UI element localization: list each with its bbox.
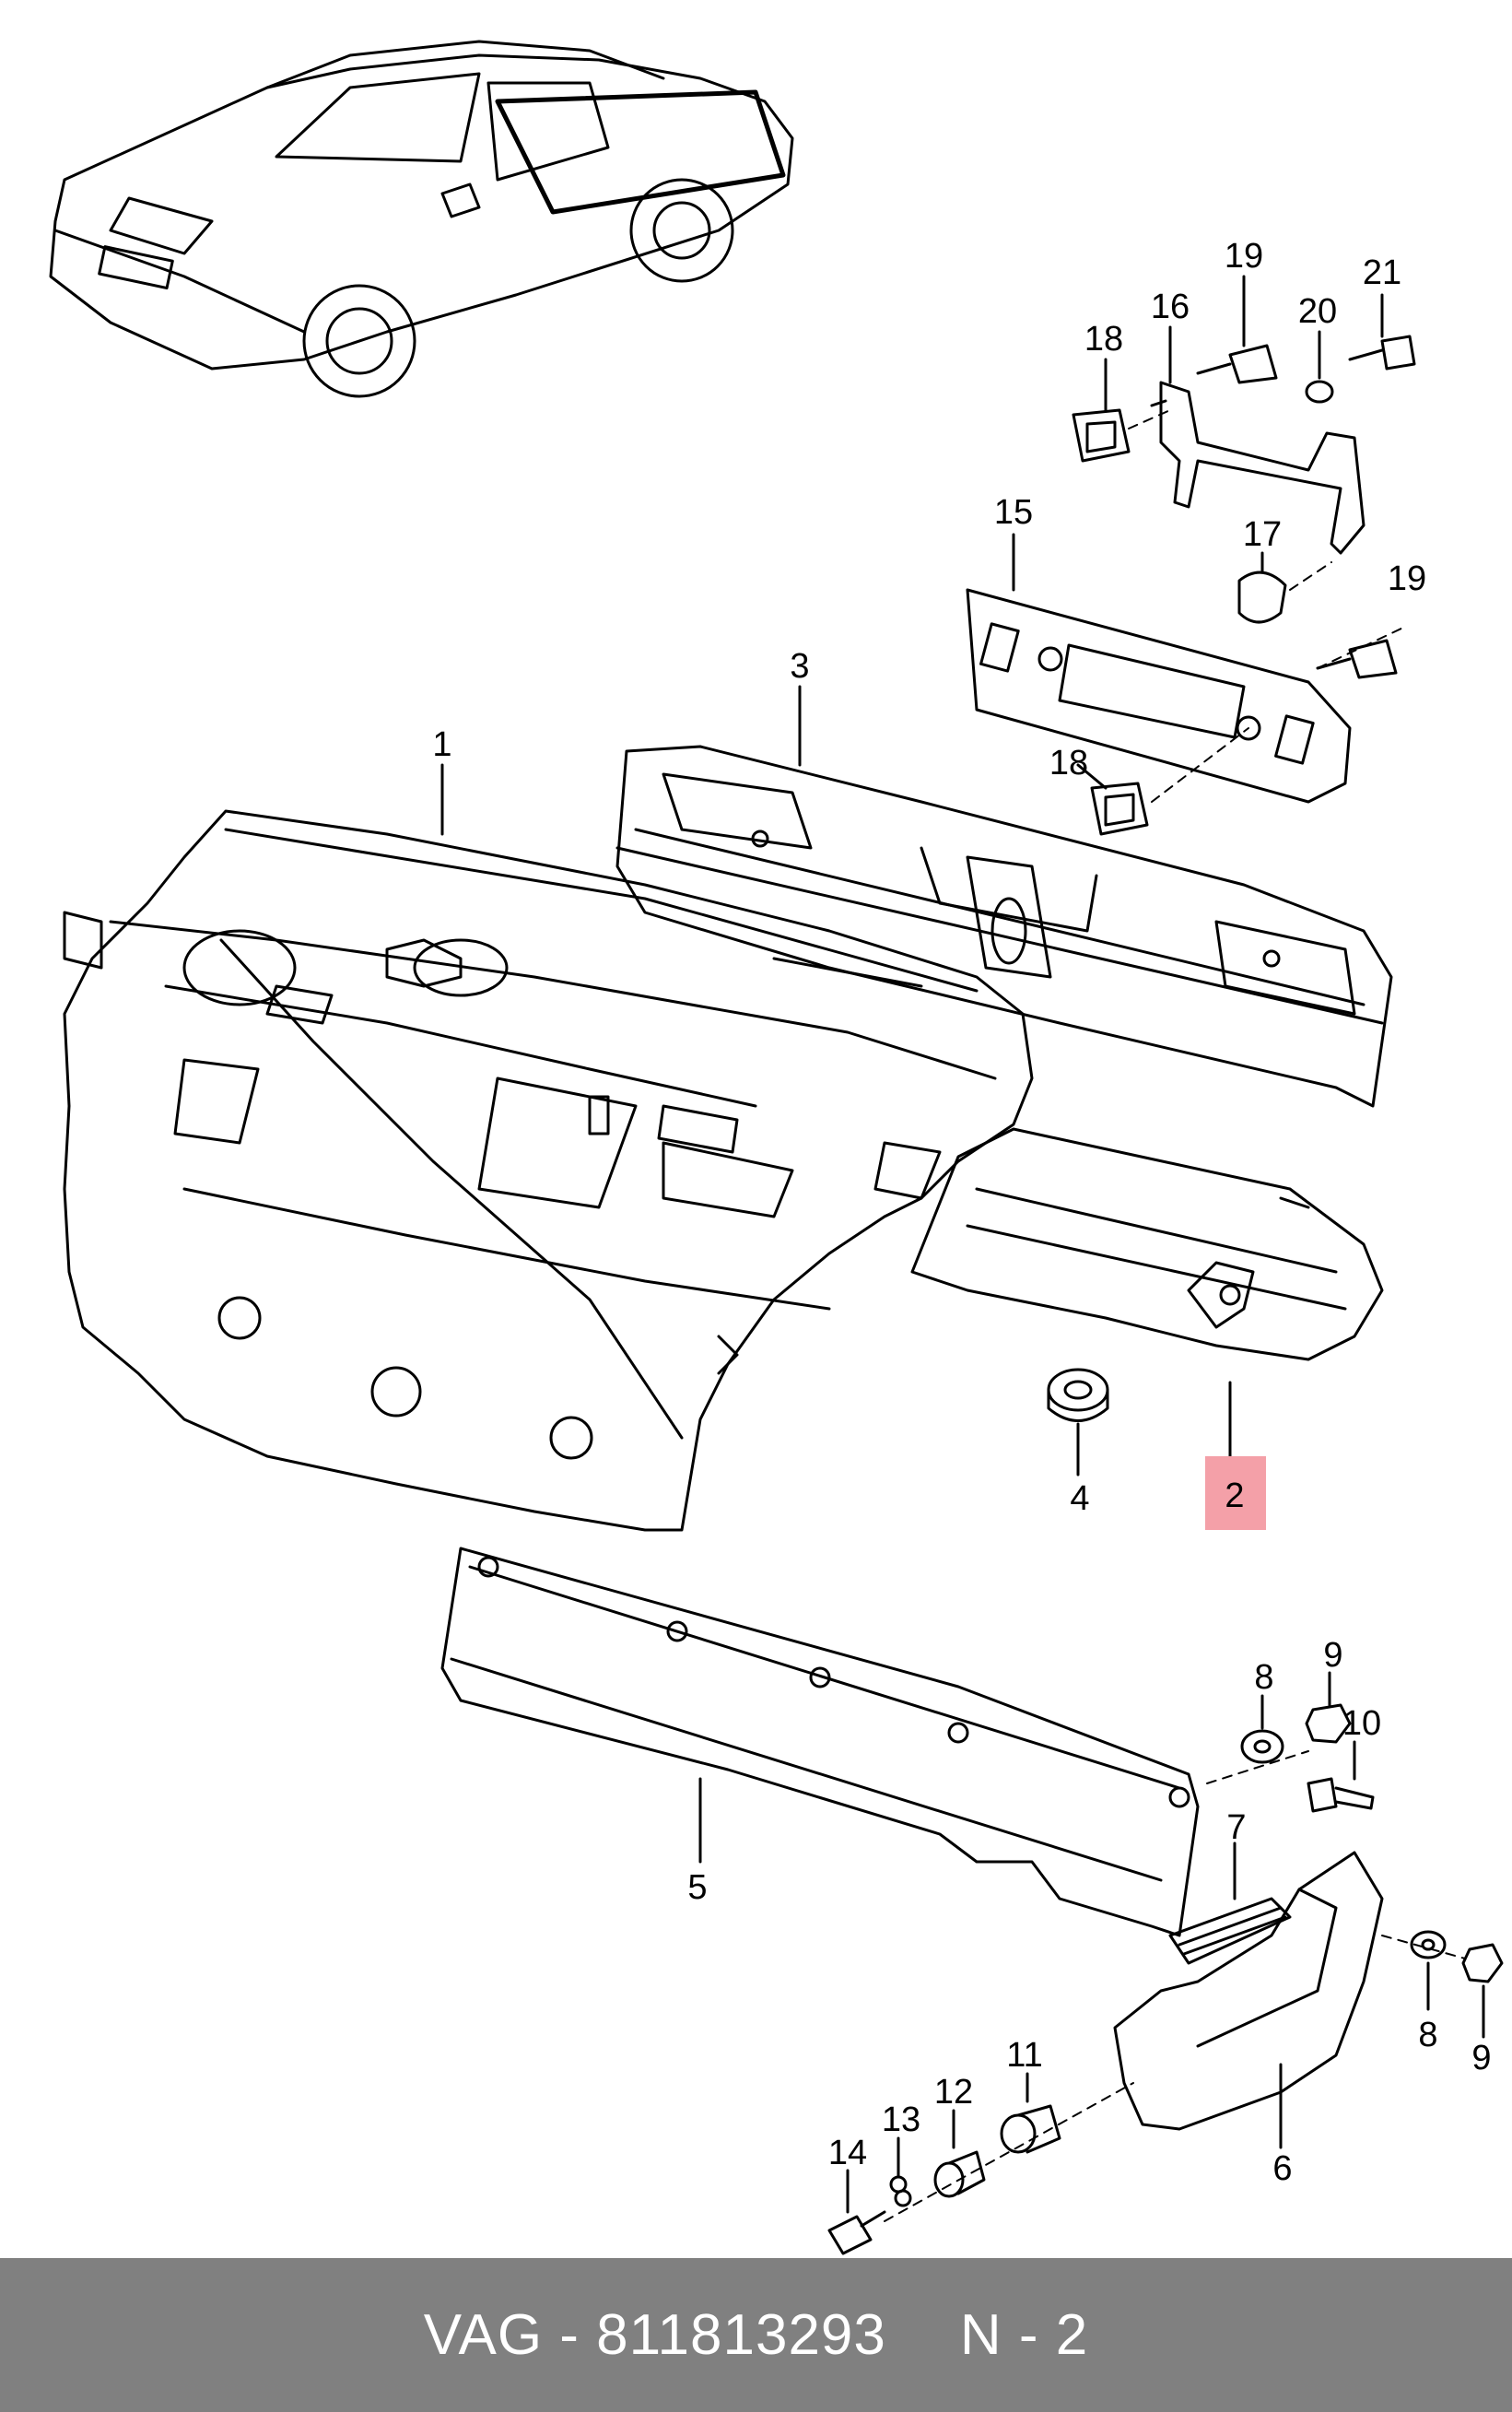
callout-9-top: 9 xyxy=(1323,1636,1342,1675)
part-reference: VAG - 811813293 xyxy=(423,2303,886,2367)
callout-13: 13 xyxy=(882,2100,920,2139)
exploded-parts-diagram: 1 2 3 4 5 6 7 8 8 9 9 10 11 12 13 14 15 … xyxy=(49,40,1504,2255)
part-number-footer: VAG - 811813293 N - 2 xyxy=(0,2258,1512,2412)
callout-3: 3 xyxy=(790,647,809,686)
fasteners xyxy=(827,1671,1504,2255)
callout-10: 10 xyxy=(1342,1704,1381,1743)
callout-18-top: 18 xyxy=(1084,320,1123,359)
callout-12: 12 xyxy=(934,2073,973,2112)
part-6-end-cap xyxy=(1113,1851,1384,2149)
callout-8-right: 8 xyxy=(1418,2016,1437,2054)
part-16-bracket-and-fixings xyxy=(1072,275,1416,836)
callout-5: 5 xyxy=(687,1868,707,1907)
callout-19-right: 19 xyxy=(1388,559,1426,598)
part-1-rear-panel xyxy=(63,809,1034,1532)
callout-2-highlight xyxy=(1205,1456,1266,1530)
callout-labels: 1 2 3 4 5 6 7 8 8 9 9 10 11 12 13 14 15 … xyxy=(432,237,1491,2188)
part-15-trim-plate xyxy=(966,533,1352,804)
callout-18-lower: 18 xyxy=(1049,744,1088,782)
callout-4: 4 xyxy=(1070,1479,1089,1518)
car-illustration xyxy=(49,40,794,398)
callout-6: 6 xyxy=(1272,2149,1292,2188)
callout-8-top: 8 xyxy=(1254,1658,1273,1697)
callout-7: 7 xyxy=(1226,1808,1246,1847)
page-reference: N - 2 xyxy=(959,2303,1089,2367)
part-7-pad xyxy=(1168,1841,1292,1965)
leader-lines xyxy=(440,685,1232,1458)
callout-9-right: 9 xyxy=(1471,2039,1491,2077)
callout-17: 17 xyxy=(1243,515,1282,554)
callout-19-top: 19 xyxy=(1225,237,1263,276)
part-5-side-sill xyxy=(440,1547,1200,1937)
callout-11: 11 xyxy=(1006,2036,1042,2075)
callout-20: 20 xyxy=(1298,292,1337,331)
callout-21: 21 xyxy=(1363,253,1401,292)
part-2-cross-member xyxy=(910,1127,1384,1361)
callout-14: 14 xyxy=(828,2134,867,2172)
callout-2: 2 xyxy=(1225,1477,1244,1515)
part-4-grommet xyxy=(1047,1368,1109,1477)
part-3-upper-cross-member xyxy=(615,745,1393,1108)
callout-1: 1 xyxy=(432,725,451,764)
callout-15: 15 xyxy=(994,493,1033,532)
callout-16: 16 xyxy=(1151,288,1190,326)
